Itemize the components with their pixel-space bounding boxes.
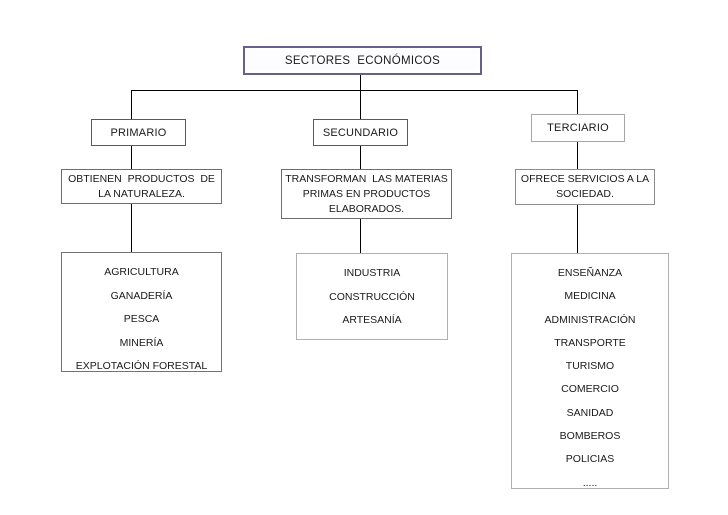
connector-description-to-list-primario — [131, 204, 132, 252]
connector-secundario-to-description — [360, 146, 361, 169]
description-line: SOCIEDAD. — [556, 188, 614, 200]
connector-bus-to-terciario — [577, 90, 578, 114]
sector-label-terciario: TERCIARIO — [547, 122, 609, 134]
connector-terciario-to-description — [577, 142, 578, 169]
description-line: LA NATURALEZA. — [98, 187, 185, 200]
description-line: OFRECE SERVICIOS A LA — [520, 173, 650, 185]
connector-description-to-list-secundario — [360, 219, 361, 253]
sector-label-primario: PRIMARIO — [110, 126, 167, 139]
sector-node-primario[interactable]: PRIMARIO — [91, 119, 186, 146]
root-node-sectores-economicos[interactable]: SECTORES ECONÓMICOS — [243, 46, 482, 75]
activity-list-terciario[interactable]: ENSEÑANZA MEDICINA ADMINISTRACIÓN TRANSP… — [511, 253, 669, 489]
description-line: PRIMAS EN PRODUCTOS — [302, 187, 431, 200]
description-node-terciario[interactable]: OFRECE SERVICIOS A LA SOCIEDAD. — [515, 169, 655, 205]
list-item: ARTESANÍA — [342, 314, 402, 326]
list-item: INDUSTRIA — [343, 267, 401, 279]
list-item: SANIDAD — [566, 406, 614, 419]
connector-description-to-list-terciario — [577, 205, 578, 253]
sector-label-secundario: SECUNDARIO — [322, 126, 399, 139]
list-item: ..... — [582, 476, 598, 489]
list-item: ENSEÑANZA — [557, 267, 623, 279]
description-node-primario[interactable]: OBTIENEN PRODUCTOS DE LA NATURALEZA. — [61, 169, 222, 204]
root-node-label: SECTORES ECONÓMICOS — [284, 54, 441, 67]
list-item: COMERCIO — [561, 383, 619, 396]
activity-list-primario[interactable]: AGRICULTURA GANADERÍA PESCA MINERÍA EXPL… — [61, 252, 222, 372]
connector-bus-to-primario — [131, 90, 132, 119]
sector-node-terciario[interactable]: TERCIARIO — [531, 114, 625, 142]
list-item: CONSTRUCCIÓN — [329, 290, 415, 303]
list-item: AGRICULTURA — [104, 266, 179, 278]
list-item: MINERÍA — [119, 336, 164, 349]
description-line: ELABORADOS. — [328, 202, 405, 215]
root-node-inner: SECTORES ECONÓMICOS — [246, 49, 479, 72]
connector-bus-to-secundario — [360, 90, 361, 119]
activity-list-secundario[interactable]: INDUSTRIA CONSTRUCCIÓN ARTESANÍA — [296, 253, 448, 340]
list-item: TURISMO — [565, 360, 615, 373]
connector-horizontal-bus — [131, 90, 578, 91]
list-item: GANADERÍA — [110, 289, 173, 302]
list-item: MEDICINA — [564, 290, 616, 303]
list-item: ADMINISTRACIÓN — [544, 313, 636, 326]
connector-root-stem — [360, 75, 361, 91]
sector-node-secundario[interactable]: SECUNDARIO — [313, 119, 408, 146]
description-line: OBTIENEN PRODUCTOS DE — [68, 172, 215, 185]
list-item: BOMBEROS — [559, 430, 621, 443]
description-node-secundario[interactable]: TRANSFORMAN LAS MATERIAS PRIMAS EN PRODU… — [281, 169, 452, 219]
list-item: POLICIAS — [565, 453, 615, 466]
connector-primario-to-description — [131, 146, 132, 169]
list-item: TRANSPORTE — [554, 336, 626, 349]
list-item: PESCA — [123, 313, 160, 325]
description-line: TRANSFORMAN LAS MATERIAS — [285, 172, 448, 185]
list-item: EXPLOTACIÓN FORESTAL — [75, 360, 208, 372]
